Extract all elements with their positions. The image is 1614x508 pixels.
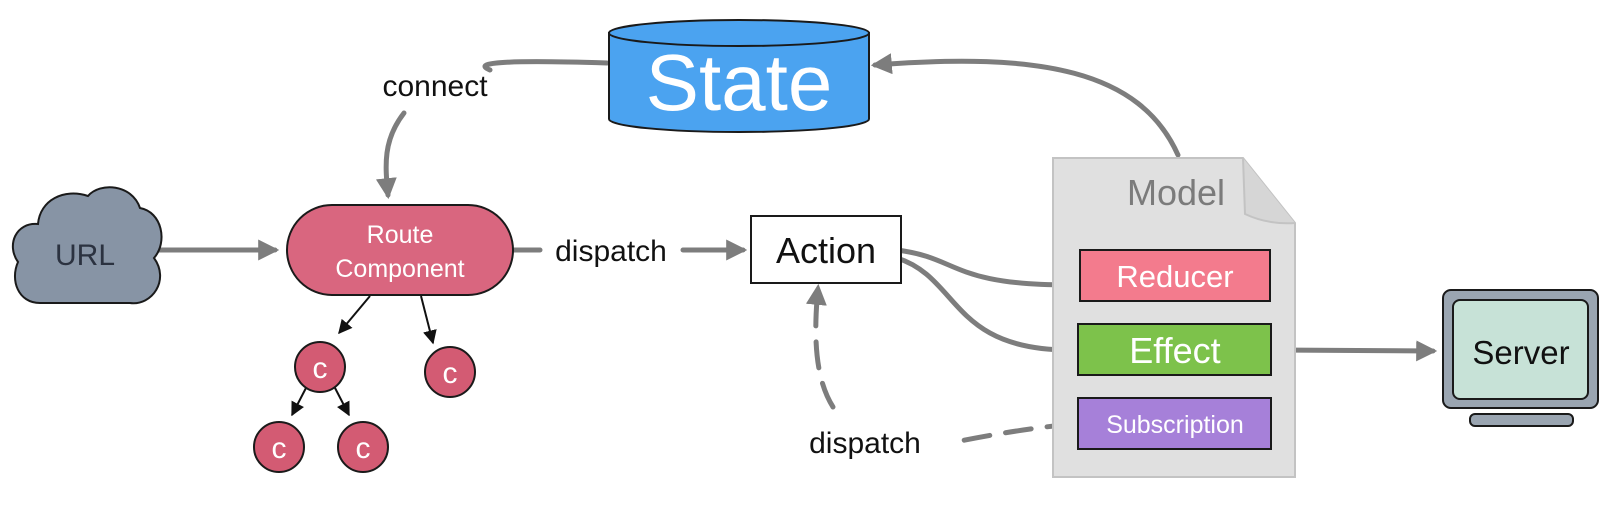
dispatch-to-action-up-arrow: [805, 283, 836, 410]
route-component-pill: [286, 204, 514, 296]
subscription-label: Subscription: [1106, 411, 1244, 439]
child-component: c: [253, 421, 305, 473]
dispatch-label-bottom: dispatch: [809, 427, 921, 460]
child-component-circle: [424, 346, 476, 398]
state-label: State: [646, 38, 833, 127]
tree-edge-3: [291, 385, 308, 417]
server-node: Server: [1442, 289, 1599, 427]
server-label: Server: [1472, 334, 1569, 371]
route-component: Route Component: [286, 204, 514, 296]
subscription-node: Subscription: [1077, 397, 1272, 450]
child-component-label: c: [443, 357, 458, 390]
subscription-box: [1077, 397, 1272, 450]
model-to-state-arrow: [870, 53, 1181, 158]
action-node: Action: [750, 215, 902, 284]
action-to-effect-arrow: [894, 255, 1075, 361]
connect-arrow: [482, 59, 610, 73]
child-component: c: [424, 346, 476, 398]
connect-label: connect: [382, 70, 488, 103]
monitor-screen: [1452, 299, 1589, 400]
state-cylinder-body: [608, 32, 870, 133]
url-cloud: URL: [11, 186, 163, 305]
url-label: URL: [55, 239, 115, 272]
reducer-node: Reducer: [1079, 249, 1271, 302]
child-component-circle: [337, 421, 389, 473]
effect-box: [1077, 323, 1272, 376]
monitor-stand: [1469, 413, 1574, 427]
tree-edge-4: [333, 385, 350, 417]
document-fold: [1242, 157, 1296, 225]
reducer-label: Reducer: [1116, 259, 1233, 294]
state-database: State: [608, 19, 870, 133]
model-label: Model: [1127, 172, 1225, 213]
route-label-line1: Route: [367, 221, 434, 249]
state-cylinder-top: [608, 19, 870, 47]
child-component-label: c: [356, 432, 371, 465]
reducer-box: [1079, 249, 1271, 302]
effect-label: Effect: [1129, 330, 1220, 371]
action-to-reducer-arrow: [894, 247, 1075, 296]
dispatch-label-top: dispatch: [555, 235, 667, 268]
connectors: [152, 53, 1438, 445]
child-component: c: [337, 421, 389, 473]
child-component-label: c: [272, 432, 287, 465]
action-label: Action: [776, 230, 876, 271]
component-tree-edges: [291, 295, 437, 417]
effect-node: Effect: [1077, 323, 1272, 376]
child-component-circle: [294, 341, 346, 393]
connect-arrow-down: [375, 110, 407, 200]
child-components: c c c c: [253, 341, 476, 473]
route-label-line2: Component: [335, 255, 464, 283]
action-box: [750, 215, 902, 284]
tree-edge-2: [420, 295, 437, 345]
cloud-icon: [11, 186, 163, 305]
tree-edge-1: [338, 295, 371, 335]
child-component: c: [294, 341, 346, 393]
child-component-label: c: [313, 352, 328, 385]
effect-server-arrow: [1270, 339, 1438, 362]
child-component-circle: [253, 421, 305, 473]
